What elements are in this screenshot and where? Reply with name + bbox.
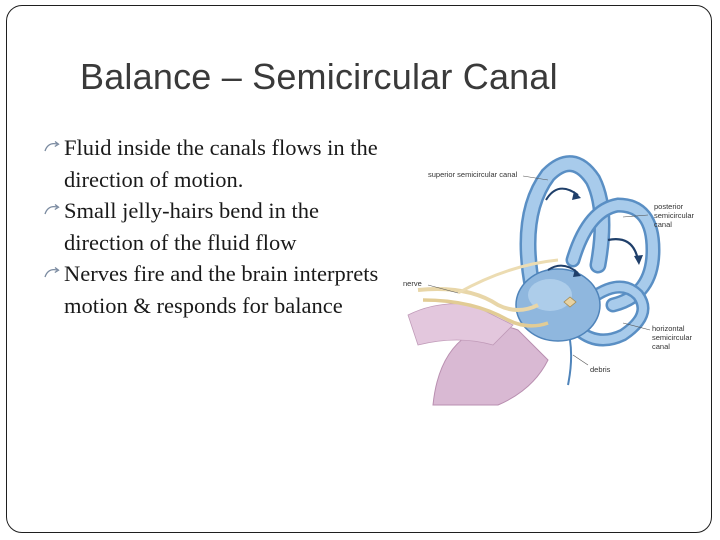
bullet-text: Fluid inside the canals flows in the dir… [64,135,378,192]
bullet-list: Fluid inside the canals flows in the dir… [40,132,385,321]
tissue-shape [407,303,514,346]
bullet-text: Small jelly-hairs bend in the direction … [64,198,319,255]
label-leader [622,214,649,218]
bullet-item: Fluid inside the canals flows in the dir… [40,132,385,195]
curved-arrow-bullet-icon [44,266,60,278]
slide-title: Balance – Semicircular Canal [80,56,558,97]
label-posterior-line1: posterior [654,202,684,211]
debris-trail [567,339,573,386]
debris-crystal [563,296,577,308]
posterior-canal-fill [568,199,659,310]
semicircular-canal-diagram: superior semicircular canal posterior se… [403,155,695,406]
label-superior-canal: superior semicircular canal [428,170,518,179]
label-debris: debris [590,365,611,374]
slide-border [6,5,712,533]
label-posterior-line3: canal [654,220,672,229]
flow-arrow [607,238,640,261]
nerve-fiber [457,258,559,295]
curved-arrow-bullet-icon [44,140,60,152]
label-leader [427,284,459,294]
nerve-fiber [422,298,549,328]
label-horizontal-line2: semicircular [652,333,693,342]
flow-arrow-head [573,269,581,277]
flow-arrow-head [634,255,643,265]
curved-arrow-bullet-icon [44,203,60,215]
bullet-text: Nerves fire and the brain interprets mot… [64,261,379,318]
label-nerve: nerve [403,279,422,288]
flow-arrow-head [572,191,581,200]
vestibule-highlight [528,279,572,311]
horizontal-canal-fill [574,283,647,344]
label-leader [622,322,651,331]
bullet-item: Nerves fire and the brain interprets mot… [40,258,385,321]
label-leader [572,354,589,366]
label-posterior-line2: semicircular [654,211,695,220]
bullet-item: Small jelly-hairs bend in the direction … [40,195,385,258]
label-leader [522,175,549,181]
label-horizontal-line1: horizontal [652,324,685,333]
label-horizontal-line3: canal [652,342,670,351]
